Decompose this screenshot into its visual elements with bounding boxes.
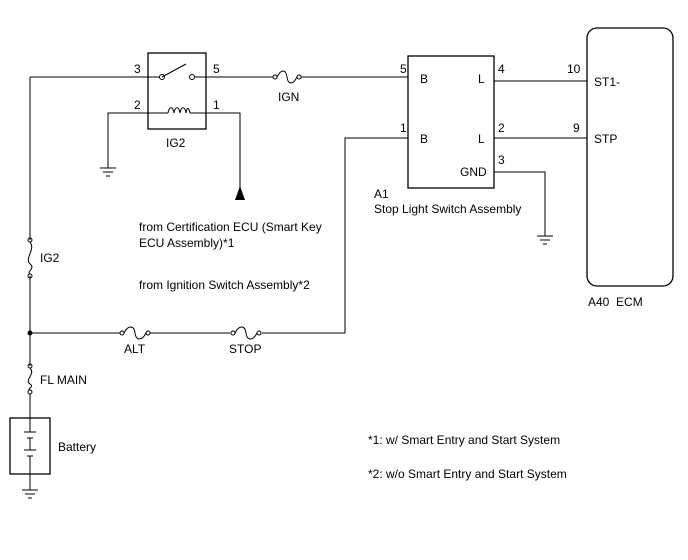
- footnote-2: *2: w/o Smart Entry and Start System: [368, 467, 567, 481]
- relay-coil-icon: [148, 107, 206, 114]
- stop-light-switch-box: [407, 55, 495, 189]
- fuse-fl-main-label: FL MAIN: [40, 373, 87, 387]
- relay-pin-5: 5: [213, 62, 220, 76]
- switch-term-b1: B: [420, 72, 428, 86]
- switch-term-l1: L: [478, 72, 485, 86]
- ecm-term-stp: STP: [594, 132, 617, 146]
- relay-ig2-box: [147, 52, 207, 130]
- ground-symbol-battery: [22, 489, 38, 499]
- ecm-pin-10: 10: [567, 62, 581, 76]
- fuse-ign: [272, 70, 302, 84]
- wire-relay-control: [206, 112, 241, 196]
- wire-ig2-feed: [29, 76, 140, 240]
- fuse-ign-label: IGN: [278, 90, 299, 104]
- relay-pin-3: 3: [134, 62, 141, 76]
- ecm-pin-9: 9: [573, 121, 580, 135]
- wire-relay-ground: [107, 112, 148, 168]
- battery-symbol: [9, 417, 51, 475]
- relay-pin-1: 1: [213, 98, 220, 112]
- battery-label: Battery: [58, 440, 96, 454]
- ecm-term-st1: ST1-: [594, 75, 620, 89]
- ecm-label: A40 ECM: [588, 295, 643, 309]
- switch-pin-5: 5: [400, 62, 407, 76]
- switch-pin-4: 4: [498, 62, 505, 76]
- switch-term-l2: L: [478, 132, 485, 146]
- footnote-1: *1: w/ Smart Entry and Start System: [368, 433, 560, 447]
- note-from-ignition: from Ignition Switch Assembly*2: [139, 278, 310, 292]
- wire-switch-ground: [494, 171, 546, 236]
- fuse-alt-label: ALT: [124, 342, 146, 356]
- wire-alt-stop: [30, 137, 408, 334]
- switch-term-b2: B: [420, 132, 428, 146]
- ground-symbol-switch: [537, 235, 553, 245]
- relay-label: IG2: [166, 136, 186, 150]
- switch-pin-3: 3: [498, 153, 505, 167]
- fuse-stop-label: STOP: [229, 342, 261, 356]
- note-from-cert-line2: ECU Assembly)*1: [139, 236, 235, 250]
- switch-term-gnd: GND: [460, 165, 487, 179]
- switch-pin-1: 1: [400, 121, 407, 135]
- switch-pin-2: 2: [498, 121, 505, 135]
- ground-symbol-relay: [100, 167, 116, 177]
- note-from-cert-line1: from Certification ECU (Smart Key: [139, 220, 322, 234]
- fuse-ig2: [27, 237, 33, 279]
- fuse-ig2-label: IG2: [40, 251, 60, 265]
- fuse-stop: [230, 326, 262, 340]
- fuse-fl-main: [27, 363, 33, 395]
- arrow-up-icon: [235, 186, 245, 200]
- switch-code: A1: [374, 187, 389, 201]
- relay-contact-switch: [140, 63, 206, 80]
- switch-name: Stop Light Switch Assembly: [374, 202, 521, 216]
- fuse-alt: [119, 326, 151, 340]
- relay-pin-2: 2: [134, 98, 141, 112]
- ecm-box: [586, 27, 674, 287]
